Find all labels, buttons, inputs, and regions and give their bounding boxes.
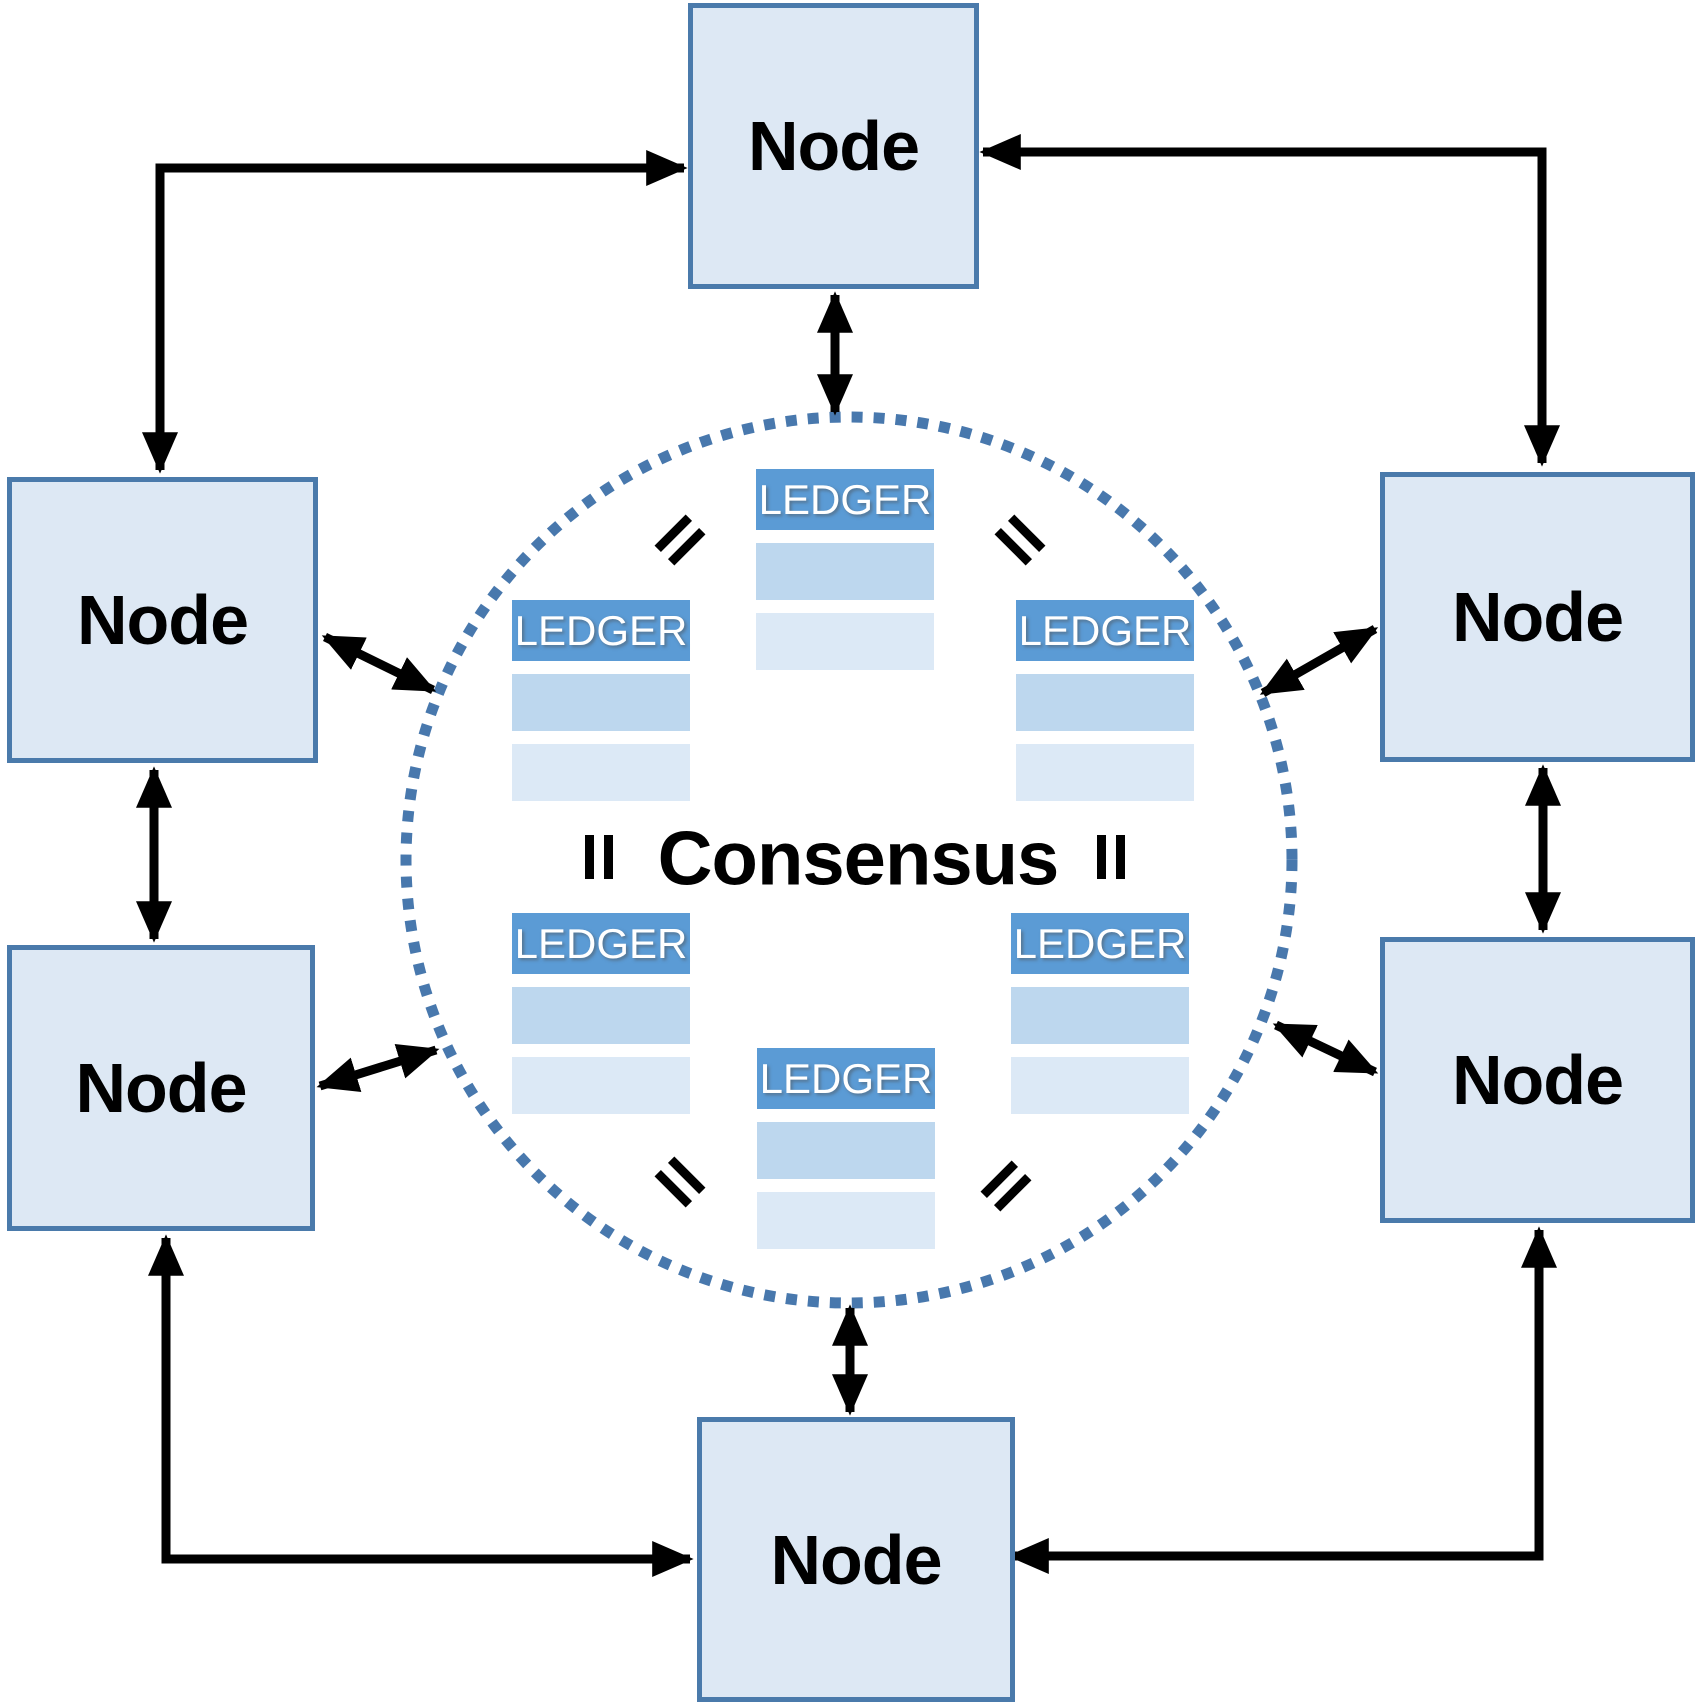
equals-icon-mid-right [1097,835,1125,879]
ledger-table-right-lower: LEDGER [1011,913,1189,1114]
equals-icon-mid-left [585,835,613,879]
node-label: Node [1452,578,1624,656]
node-box-left-lower: Node [7,945,315,1231]
double-arrow-right-upper-node-circle-icon [1259,625,1379,697]
ledger-row [512,987,690,1044]
ledger-row [1011,1057,1189,1114]
ledger-header: LEDGER [512,913,690,974]
l-arrow-top-left-icon [142,150,688,474]
node-box-left-upper: Node [7,477,318,763]
ledger-table-top-center: LEDGER [756,469,934,670]
ledger-row [1011,987,1189,1044]
double-arrow-left-upper-node-circle-icon [321,632,437,695]
node-label: Node [770,1520,943,1599]
ledger-header: LEDGER [756,469,934,530]
double-arrow-right-lower-node-circle-icon [1272,1020,1379,1077]
ledger-table-bottom-center: LEDGER [757,1048,935,1249]
ledger-row [757,1192,935,1249]
ledger-row [512,744,690,801]
double-arrow-left-lower-node-circle-icon [316,1044,440,1092]
ledger-row [756,613,934,670]
equals-icon-top-right [994,514,1046,566]
ledger-row [512,1057,690,1114]
ledger-row [756,543,934,600]
ledger-row [1016,674,1194,731]
l-arrow-top-right-icon [979,134,1560,467]
ledger-table-left-upper: LEDGER [512,600,690,801]
node-label: Node [748,107,920,185]
node-label: Node [77,581,249,659]
ledger-header: LEDGER [1011,913,1189,974]
l-arrow-bottom-right-icon [1007,1226,1557,1574]
node-box-top: Node [688,3,979,289]
equals-icon-bottom-left [654,1156,706,1208]
node-label: Node [75,1049,248,1127]
node-box-right-lower: Node [1380,937,1695,1223]
ledger-header: LEDGER [512,600,690,661]
ledger-row [512,674,690,731]
ledger-table-right-upper: LEDGER [1016,600,1194,801]
equals-icon-bottom-right [980,1160,1032,1212]
consensus-title: Consensus [657,816,1060,902]
equals-icon-top-left [654,514,706,566]
node-label: Node [1452,1041,1624,1119]
node-box-bottom: Node [697,1417,1015,1702]
ledger-table-left-lower: LEDGER [512,913,690,1114]
node-box-right-upper: Node [1380,472,1695,762]
ledger-header: LEDGER [1016,600,1194,661]
ledger-row [757,1122,935,1179]
ledger-header: LEDGER [757,1048,935,1109]
ledger-row [1016,744,1194,801]
l-arrow-bottom-left-icon [148,1234,694,1577]
